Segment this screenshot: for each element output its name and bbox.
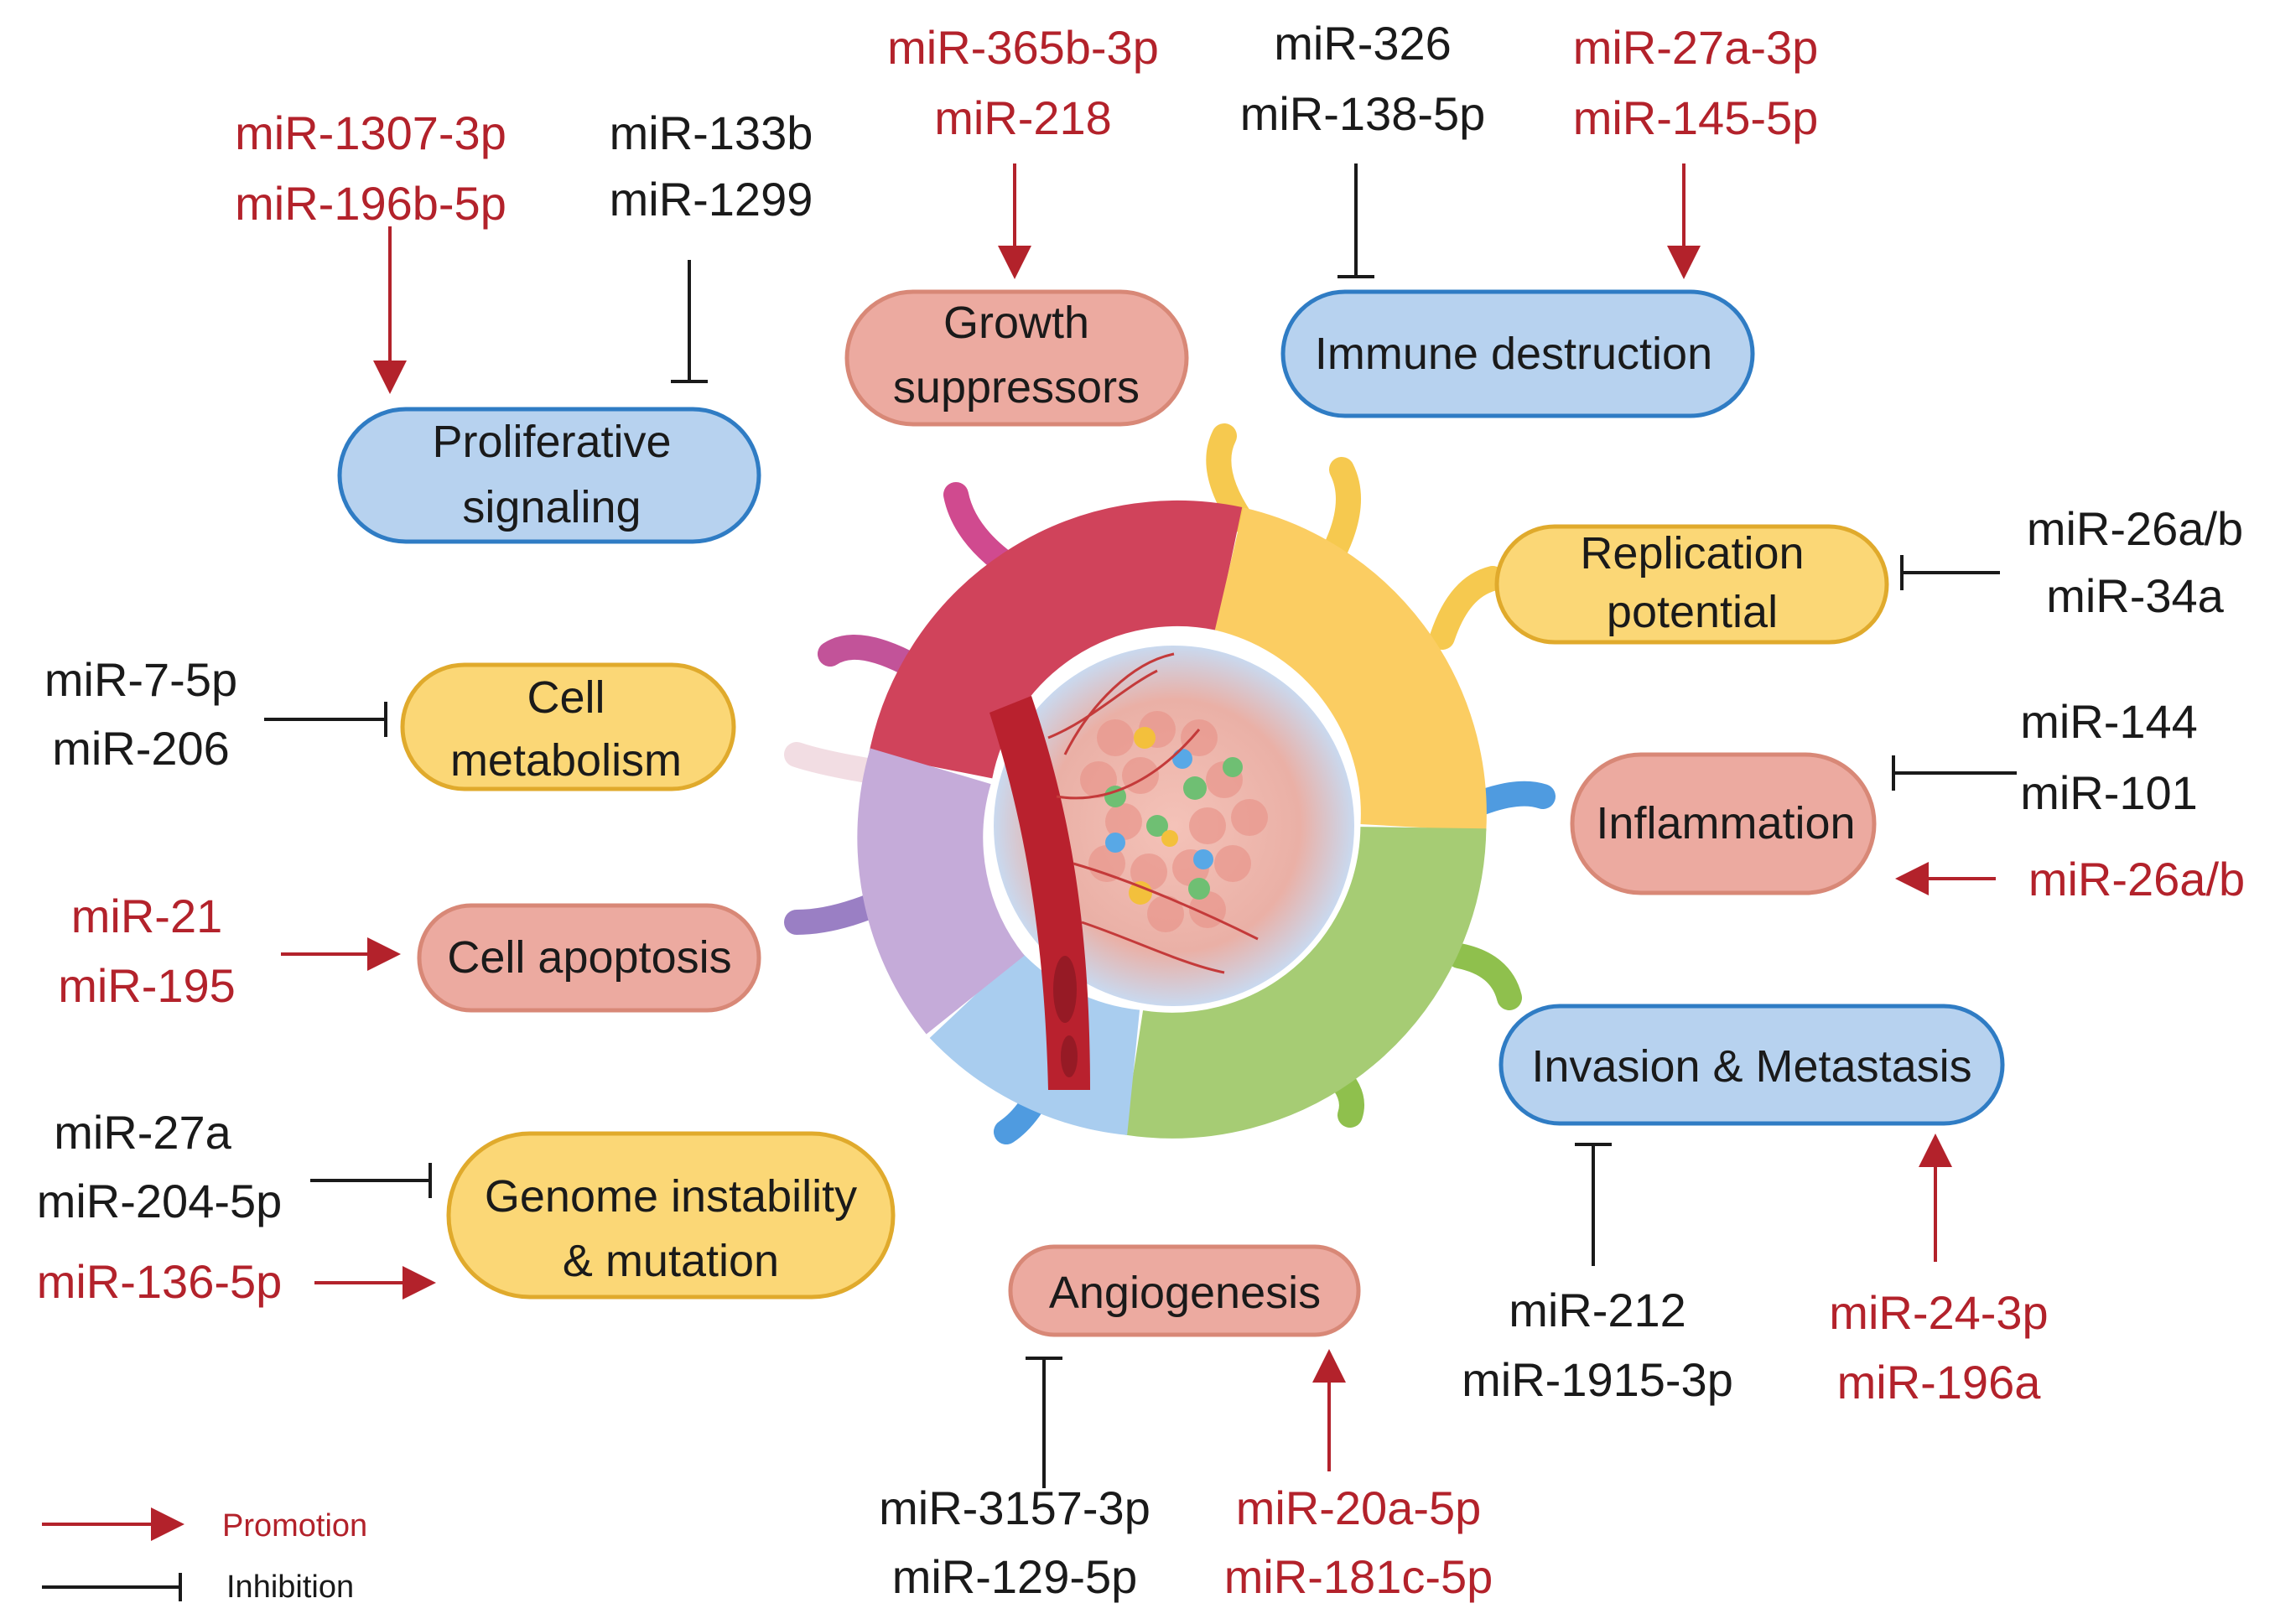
mirna-label: miR-21 — [71, 890, 222, 942]
ring-segment-red — [869, 501, 1243, 780]
mirna-label: miR-181c-5p — [1224, 1550, 1493, 1603]
hallmark-label: suppressors — [893, 362, 1140, 412]
tentacle-yellow-right — [1430, 566, 1505, 650]
hallmark-label: Angiogenesis — [1049, 1268, 1321, 1318]
mirna-label: miR-20a-5p — [1236, 1481, 1482, 1534]
mirna-labels: miR-1307-3p miR-196b-5p miR-133b miR-129… — [37, 17, 2245, 1603]
mirna-label: miR-196a — [1837, 1356, 2042, 1409]
legend-inhibition-label: Inhibition — [226, 1570, 354, 1605]
mirna-label: miR-144 — [2020, 695, 2198, 748]
mirna-label: miR-34a — [2046, 569, 2224, 622]
mirna-label: miR-195 — [58, 959, 236, 1012]
mirna-label: miR-326 — [1274, 17, 1452, 70]
mirna-label: miR-27a — [54, 1106, 231, 1159]
mirna-label: miR-136-5p — [37, 1255, 283, 1308]
mirna-label: miR-365b-3p — [887, 21, 1159, 74]
mirna-label: miR-1299 — [610, 173, 813, 226]
hallmark-label: Immune destruction — [1315, 329, 1712, 379]
mirna-label: miR-218 — [934, 91, 1112, 144]
tentacle-purple-left — [784, 893, 885, 935]
tumor-core — [994, 646, 1354, 1006]
legend: Promotion Inhibition — [42, 1507, 367, 1605]
mirna-label: miR-3157-3p — [879, 1481, 1150, 1534]
hallmark-label: Cell apoptosis — [447, 932, 731, 983]
hallmark-proliferative-box: Proliferative signaling — [337, 407, 761, 544]
mirna-label: miR-27a-3p — [1573, 21, 1819, 74]
hallmark-growth-box: Growth suppressors — [844, 289, 1189, 427]
hallmark-angiogenesis-box: Angiogenesis — [1008, 1244, 1361, 1337]
mirna-label: miR-24-3p — [1829, 1286, 2048, 1339]
ring-segment-yellow — [1213, 507, 1487, 832]
mirna-label: miR-1307-3p — [235, 106, 506, 159]
mirna-label: miR-212 — [1509, 1284, 1686, 1336]
hallmark-invasion-box: Invasion & Metastasis — [1498, 1004, 2005, 1126]
mirna-label: miR-138-5p — [1240, 87, 1486, 140]
mirna-label: miR-206 — [52, 722, 230, 775]
mirna-label: miR-145-5p — [1573, 91, 1819, 144]
hallmark-label: Growth — [943, 298, 1089, 348]
hallmark-apoptosis-box: Cell apoptosis — [417, 903, 761, 1013]
hallmark-label: Genome instability — [485, 1171, 857, 1222]
ring-segment-green — [1124, 825, 1487, 1139]
capillaries — [1047, 652, 1259, 974]
hallmark-metabolism-box: Cell metabolism — [400, 662, 736, 791]
hallmark-immune-box: Immune destruction — [1280, 289, 1755, 418]
tentacle-lightpink-left — [784, 742, 885, 784]
mirna-label: miR-26a/b — [2028, 853, 2245, 905]
hallmark-label: Cell — [527, 672, 605, 723]
tentacle-yellow-top2 — [1321, 457, 1361, 566]
hallmark-label: Inflammation — [1596, 798, 1855, 848]
hallmark-label: Proliferative — [432, 417, 671, 467]
hallmark-replication-box: Replication potential — [1494, 524, 1889, 645]
hallmark-label: Replication — [1580, 528, 1804, 579]
hallmark-label: metabolism — [450, 735, 682, 786]
mirna-label: miR-101 — [2020, 766, 2198, 819]
hallmark-inflammation-box: Inflammation — [1570, 752, 1877, 895]
tentacle-green-right — [1447, 943, 1522, 1010]
mirna-label: miR-7-5p — [44, 653, 237, 706]
mirna-label: miR-26a/b — [2027, 502, 2243, 555]
hallmark-label: signaling — [462, 482, 641, 532]
hallmark-label: Invasion & Metastasis — [1531, 1041, 1971, 1092]
mirna-label: miR-196b-5p — [235, 177, 506, 230]
ring-segment-purple — [857, 748, 1026, 1035]
hallmark-label: potential — [1607, 587, 1778, 637]
mirna-label: miR-1915-3p — [1462, 1353, 1733, 1406]
tumor-wheel-illustration — [784, 423, 1556, 1144]
mirna-label: miR-129-5p — [892, 1550, 1138, 1603]
mirna-label: miR-204-5p — [37, 1175, 283, 1227]
hallmark-genome-box: Genome instability & mutation — [446, 1131, 896, 1300]
legend-promotion-label: Promotion — [222, 1508, 367, 1544]
mirna-label: miR-133b — [610, 106, 813, 159]
tentacle-pink-left — [818, 635, 918, 675]
connectors — [264, 163, 2017, 1488]
hallmark-label: & mutation — [563, 1236, 779, 1286]
